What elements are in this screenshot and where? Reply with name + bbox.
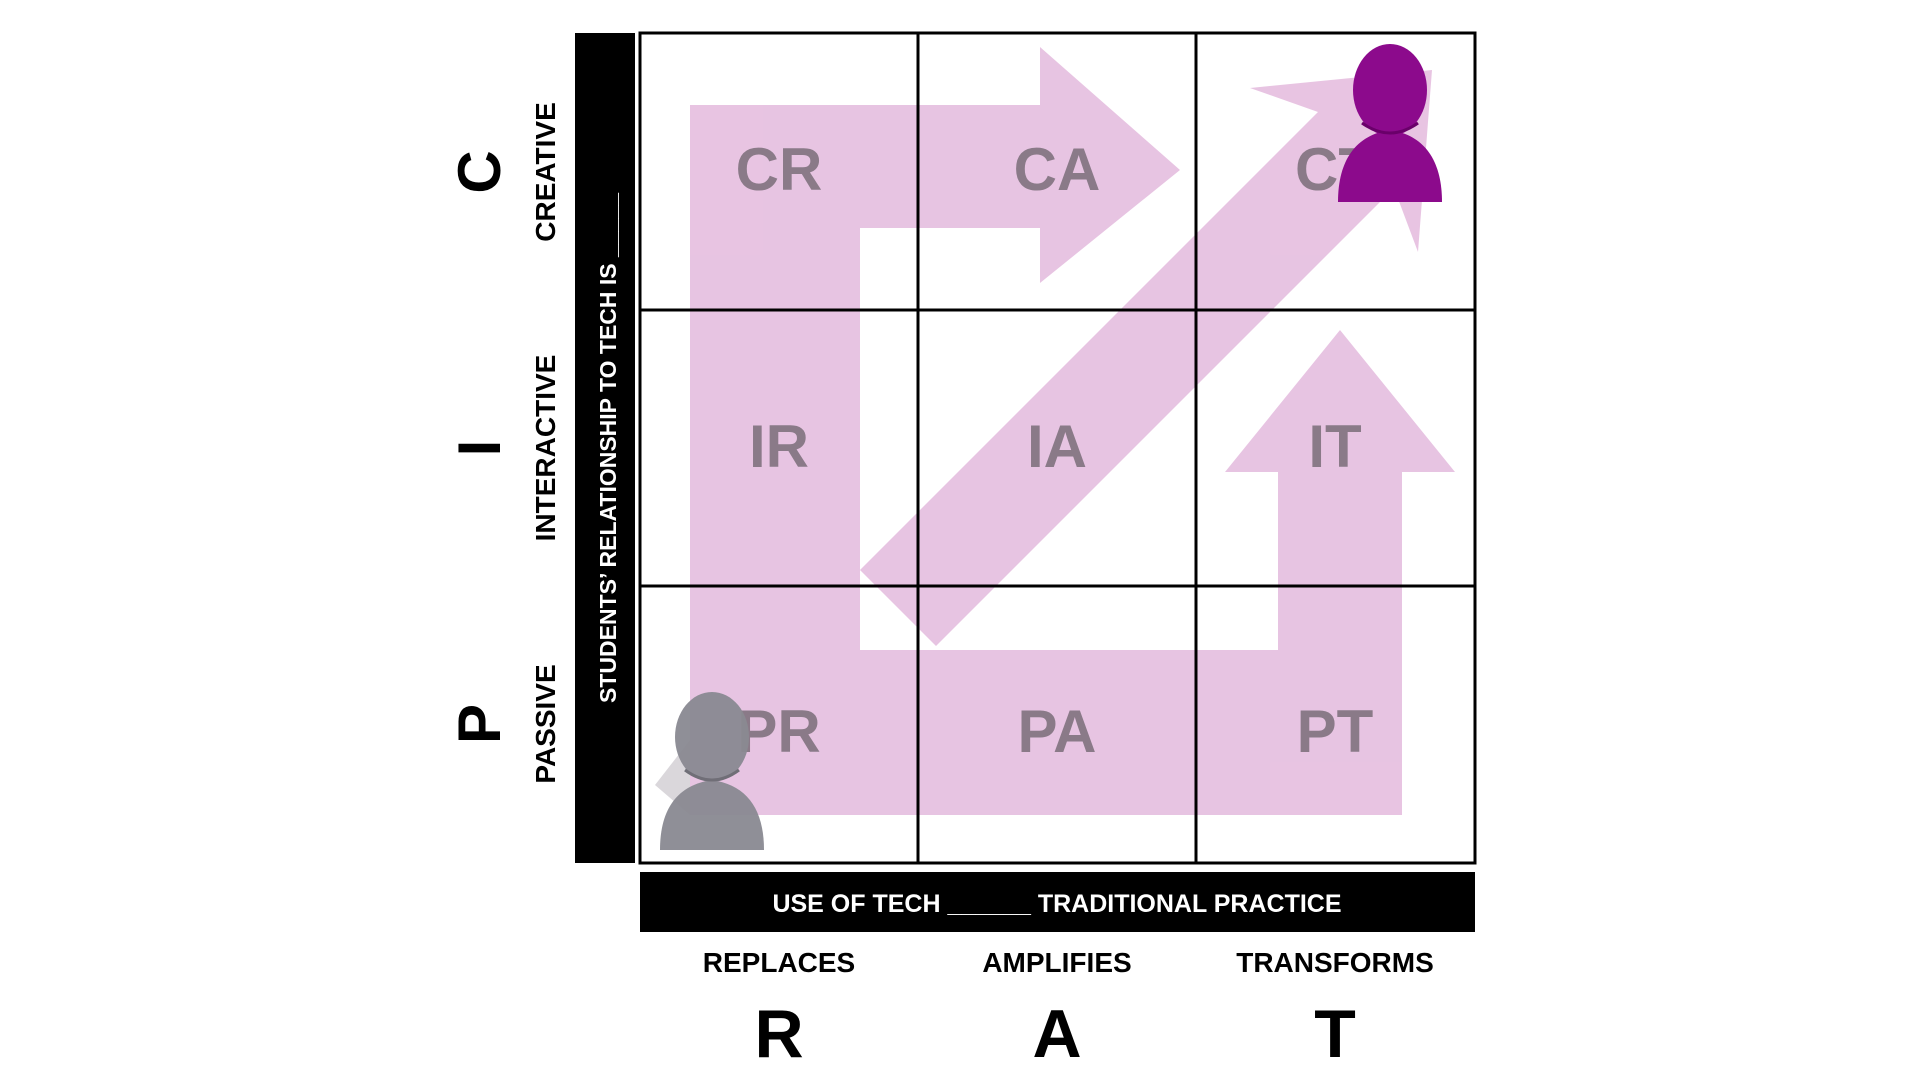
- row-letter-interactive: I: [446, 440, 513, 457]
- cell-codes: CR CA CT IR IA IT PR PA PT: [736, 136, 1375, 765]
- cell-cr: CR: [736, 136, 823, 203]
- col-letter-amplifies: A: [1032, 996, 1081, 1072]
- x-axis-bar-label: USE OF TECH ______ TRADITIONAL PRACTICE: [772, 890, 1341, 918]
- row-letter-creative: C: [446, 150, 513, 193]
- y-axis-bar-label: STUDENTS’ RELATIONSHIP TO TECH IS _____: [595, 193, 621, 703]
- col-letter-replaces: R: [754, 996, 803, 1072]
- col-label-transforms: TRANSFORMS: [1236, 947, 1434, 978]
- row-label-interactive: INTERACTIVE: [530, 355, 561, 542]
- cell-ca: CA: [1014, 136, 1101, 203]
- cell-pa: PA: [1018, 698, 1097, 765]
- person-icon: [660, 692, 764, 850]
- col-label-amplifies: AMPLIFIES: [982, 947, 1131, 978]
- cell-pr: PR: [737, 698, 820, 765]
- person-icon: [1338, 44, 1442, 202]
- arrow-passive-to-interactive: [690, 330, 1455, 815]
- arrow-diagonal-to-ct: [860, 70, 1432, 646]
- x-axis-bar: [640, 872, 1475, 932]
- cell-pt: PT: [1297, 698, 1374, 765]
- cell-ia: IA: [1027, 413, 1087, 480]
- cell-it: IT: [1308, 413, 1361, 480]
- y-axis-bar: [575, 33, 635, 863]
- row-label-passive: PASSIVE: [530, 664, 561, 783]
- col-label-replaces: REPLACES: [703, 947, 855, 978]
- row-letter-passive: P: [446, 704, 513, 744]
- cell-ir: IR: [749, 413, 809, 480]
- grid-border: [638, 31, 1477, 865]
- progression-arrows: [655, 47, 1455, 815]
- arrow-replace-to-amplify: [690, 47, 1180, 815]
- row-label-creative: CREATIVE: [530, 102, 561, 242]
- matrix-grid: [638, 31, 1477, 865]
- col-letter-transforms: T: [1314, 996, 1356, 1072]
